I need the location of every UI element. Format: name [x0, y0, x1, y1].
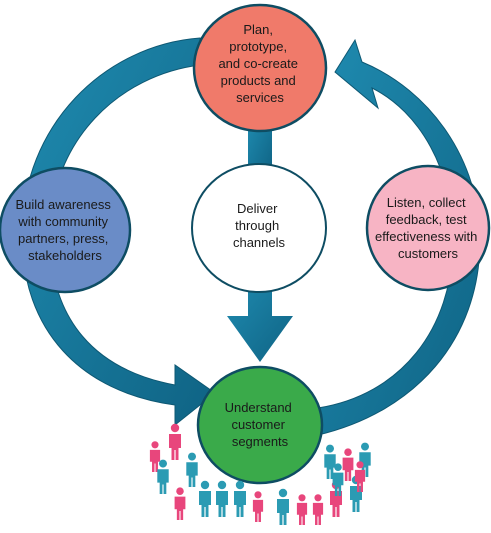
- plan-line-2: prototype,: [229, 39, 287, 54]
- node-deliver: Deliver through channels: [191, 163, 327, 293]
- customer-crowd: [149, 423, 371, 525]
- person-icon: [216, 480, 228, 517]
- plan-line-4: products and: [221, 73, 296, 88]
- deliver-line-3: channels: [233, 235, 286, 250]
- understand-line-2: customer: [231, 417, 285, 432]
- person-icon: [332, 463, 344, 496]
- build-line-4: stakeholders: [28, 248, 102, 263]
- node-build: Build awareness with community partners,…: [0, 166, 132, 294]
- right-cycle-arrow: [317, 38, 481, 436]
- build-line-3: partners, press,: [18, 231, 108, 246]
- person-icon: [312, 494, 324, 525]
- person-icon: [169, 423, 181, 460]
- listen-line-2: feedback, test: [386, 212, 467, 227]
- node-listen: Listen, collect feedback, test effective…: [365, 164, 491, 292]
- listen-line-3: effectiveness with: [375, 229, 477, 244]
- plan-line-3: and co-create: [218, 56, 298, 71]
- listen-line-4: customers: [398, 246, 458, 261]
- person-icon: [149, 441, 161, 472]
- understand-line-1: Understand: [225, 400, 292, 415]
- deliver-line-1: Deliver: [237, 201, 278, 216]
- node-understand: Understand customer segments: [196, 365, 324, 485]
- person-icon: [342, 448, 354, 481]
- understand-circle: [196, 365, 324, 485]
- plan-label: Plan, prototype, and co-create products …: [218, 22, 301, 105]
- person-icon: [354, 461, 366, 492]
- person-icon: [199, 480, 211, 517]
- build-line-2: with community: [17, 214, 108, 229]
- person-icon: [186, 452, 198, 487]
- build-label: Build awareness with community partners,…: [15, 197, 114, 263]
- person-icon: [277, 488, 289, 525]
- build-circle: [0, 166, 132, 294]
- build-line-1: Build awareness: [15, 197, 111, 212]
- person-icon: [174, 487, 186, 520]
- listen-circle: [365, 164, 491, 292]
- person-icon: [157, 459, 169, 494]
- plan-line-5: services: [236, 90, 284, 105]
- plan-circle: [192, 3, 328, 133]
- left-cycle-arrow: [21, 37, 216, 427]
- deliver-label: Deliver through channels: [233, 201, 286, 250]
- node-plan: Plan, prototype, and co-create products …: [192, 3, 328, 133]
- understand-label: Understand customer segments: [225, 400, 296, 449]
- listen-line-1: Listen, collect: [387, 195, 466, 210]
- deliver-circle: [191, 163, 327, 293]
- person-icon: [252, 491, 264, 522]
- person-icon: [296, 494, 308, 525]
- understand-line-3: segments: [232, 434, 289, 449]
- person-icon: [234, 480, 246, 517]
- listen-label: Listen, collect feedback, test effective…: [375, 195, 481, 261]
- plan-line-1: Plan,: [243, 22, 273, 37]
- deliver-line-2: through: [235, 218, 279, 233]
